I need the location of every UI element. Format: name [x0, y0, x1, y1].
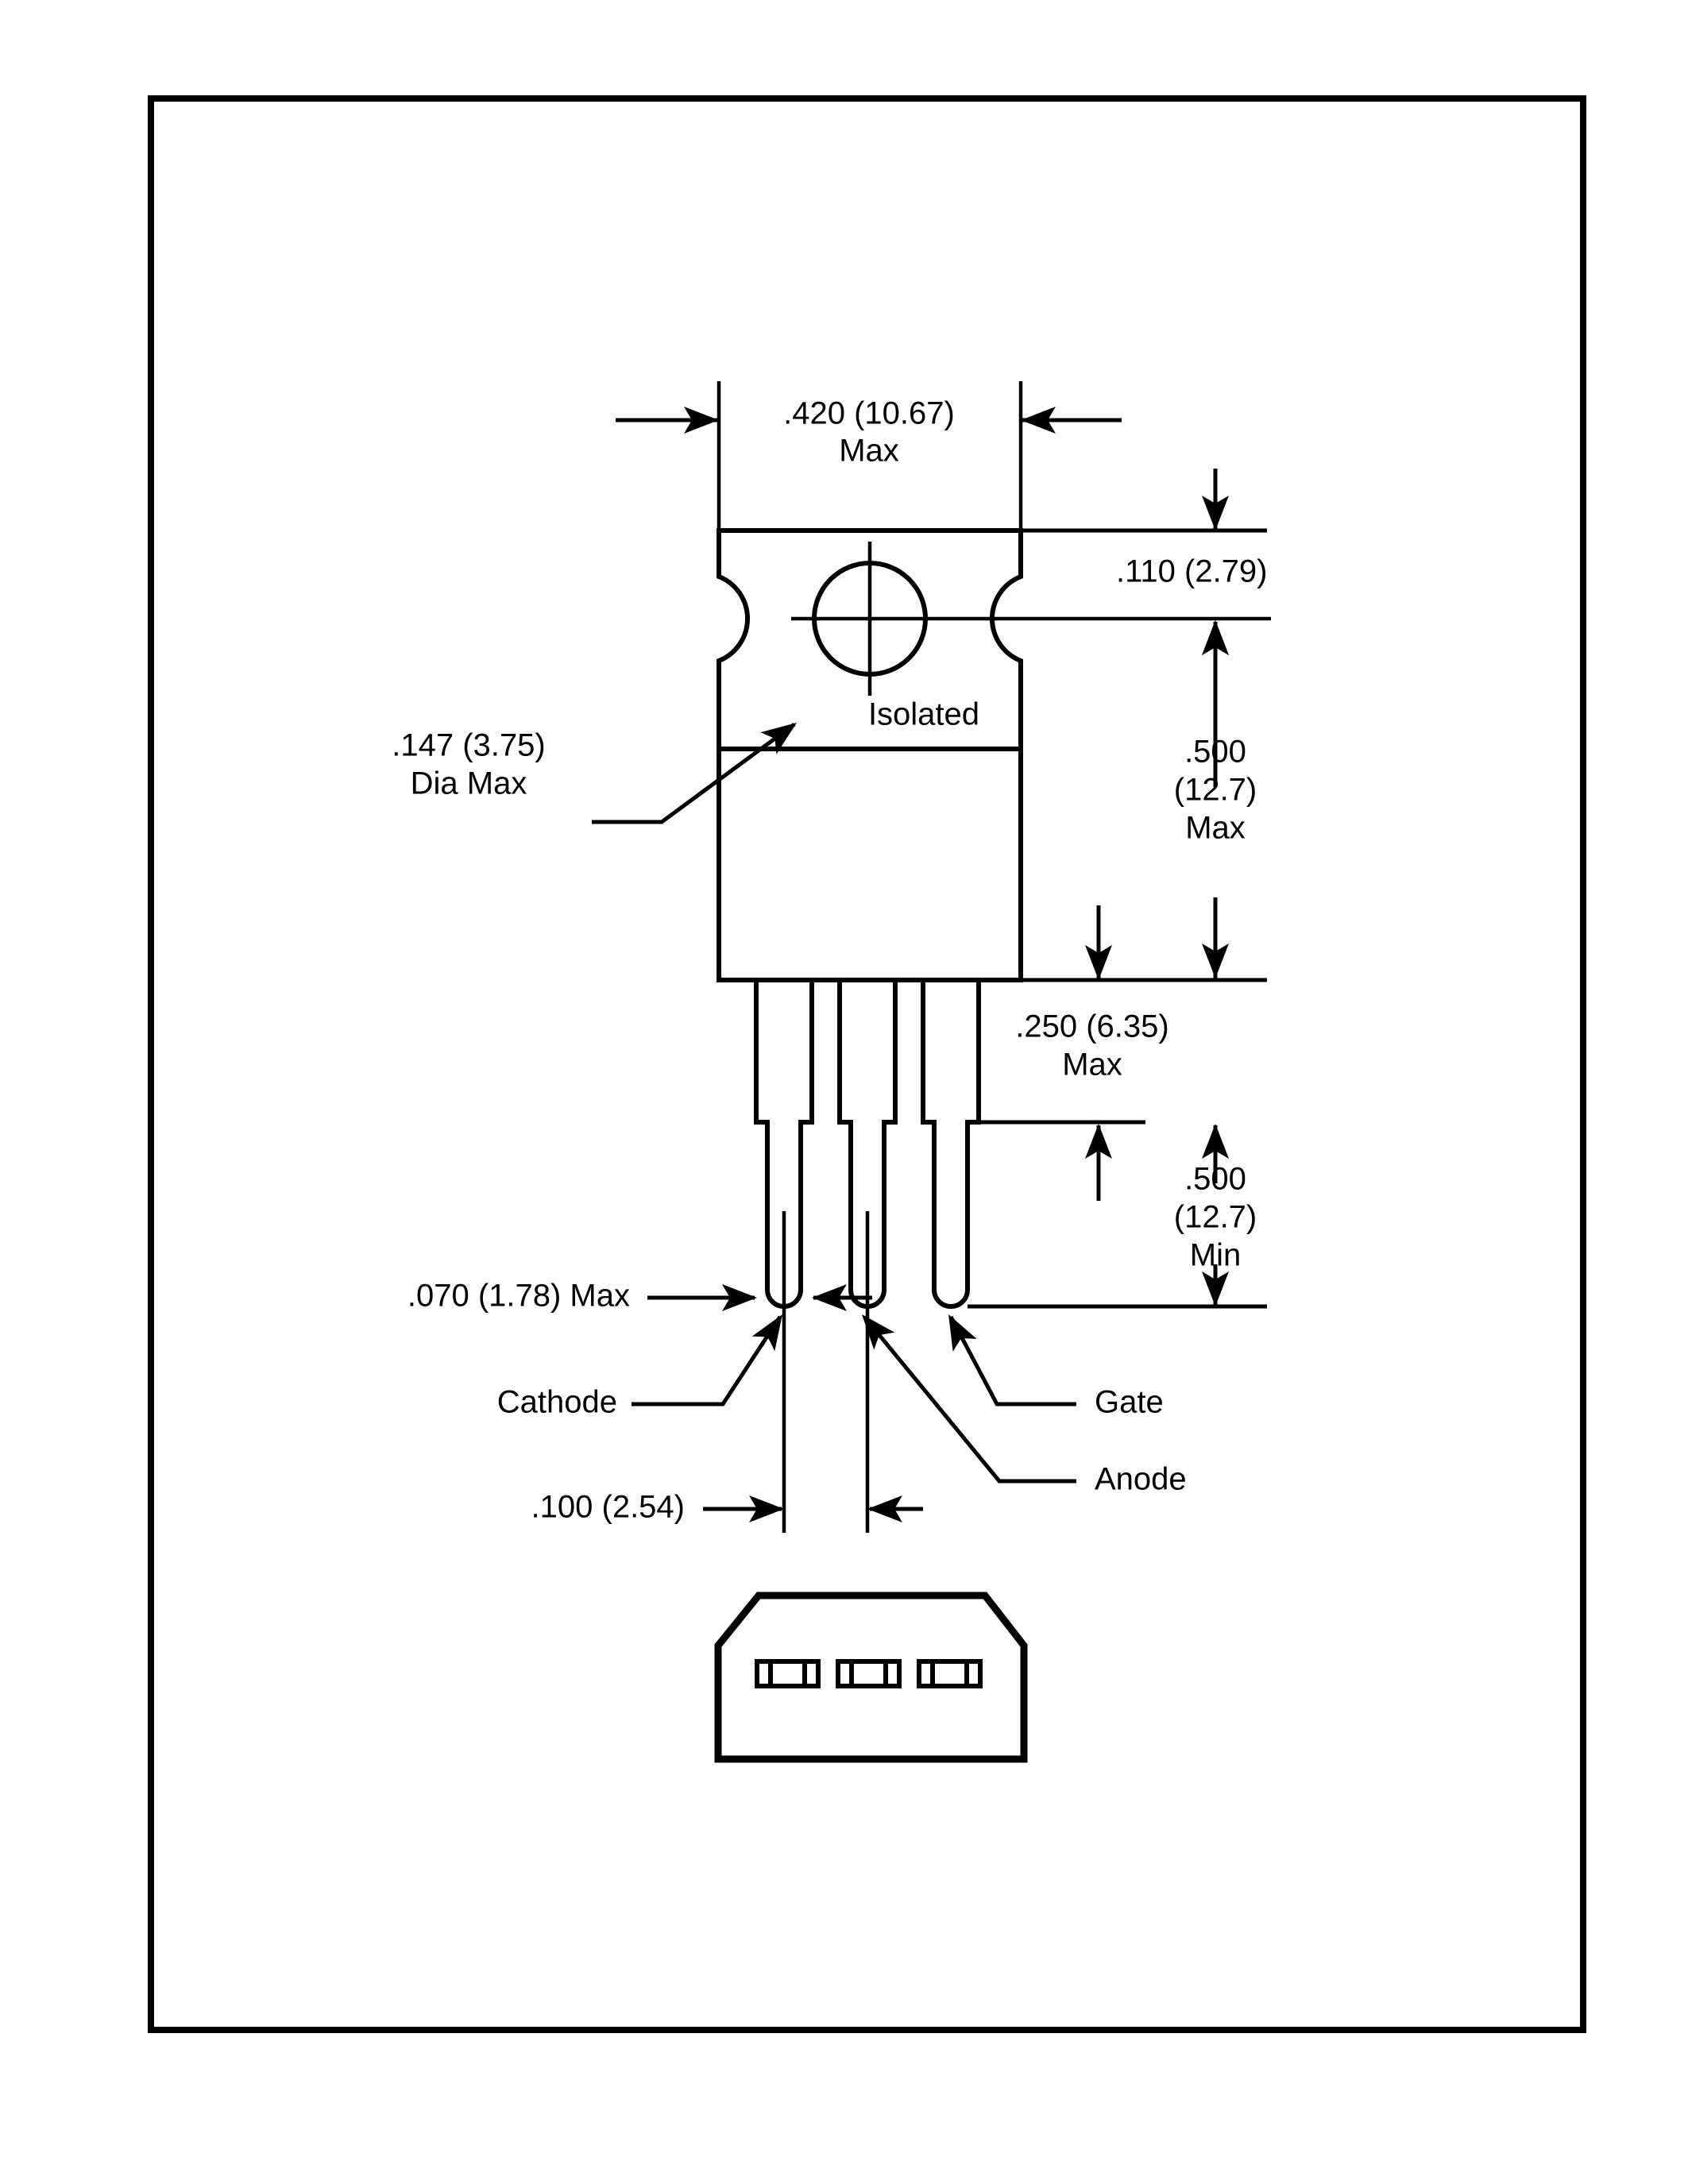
dimension-overall-width [616, 381, 1122, 528]
dimension-lead-length [1202, 1124, 1229, 1306]
label-body-height-line2: (12.7) [1174, 773, 1257, 808]
dimension-tab-thickness [1202, 469, 1229, 787]
dimension-body-height [1202, 620, 1229, 978]
label-pin-cathode: Cathode [497, 1385, 617, 1420]
label-lead-length-line3: Min [1190, 1238, 1241, 1273]
dimension-lead-width [647, 1284, 872, 1311]
leader-gate [936, 1308, 1076, 1406]
label-isolated: Isolated [868, 697, 979, 732]
page-border [148, 95, 1586, 2033]
label-body-height-line1: .500 [1184, 735, 1246, 770]
bottom-view-pin-slot-2 [836, 1659, 902, 1688]
label-lead-length-line2: (12.7) [1174, 1200, 1257, 1235]
leader-hole-dia [592, 712, 805, 824]
arrowhead-cathode-icon [751, 1306, 794, 1352]
label-lead-shoulder-line2: Max [1062, 1048, 1122, 1082]
label-lead-pitch: .100 (2.54) [531, 1490, 685, 1525]
bottom-view-pin-slot-3 [917, 1659, 983, 1688]
bottom-view-pin-slot-1 [755, 1659, 821, 1688]
label-tab-thickness: .110 (2.79) [1116, 554, 1268, 589]
arrowhead-gate-icon [936, 1308, 977, 1352]
leader-line-hole [592, 722, 796, 824]
lead-anode [837, 980, 898, 1533]
lead-gate [921, 980, 981, 1309]
leader-cathode [632, 1306, 794, 1406]
label-lead-length-line1: .500 [1184, 1162, 1246, 1197]
label-hole-dia-line1: .147 (3.75) [392, 728, 545, 763]
dimension-lead-pitch [703, 1495, 923, 1522]
label-lead-shoulder-line1: .250 (6.35) [1015, 1009, 1168, 1044]
dimension-lead-shoulder [1085, 905, 1112, 1201]
lead-cathode [754, 980, 814, 1533]
bottom-view-outline [714, 1592, 1028, 1763]
bottom-view [714, 1592, 1028, 1763]
leader-anode [851, 1306, 1076, 1484]
label-width-max-line2: Max [839, 434, 899, 469]
label-hole-dia-line2: Dia Max [411, 766, 527, 801]
label-pin-anode: Anode [1095, 1462, 1187, 1497]
label-width-max-line1: .420 (10.67) [783, 396, 955, 431]
package-body-outline [717, 747, 1023, 982]
label-pin-gate: Gate [1095, 1385, 1164, 1420]
label-lead-width: .070 (1.78) Max [408, 1279, 630, 1314]
label-body-height-line3: Max [1185, 811, 1246, 846]
